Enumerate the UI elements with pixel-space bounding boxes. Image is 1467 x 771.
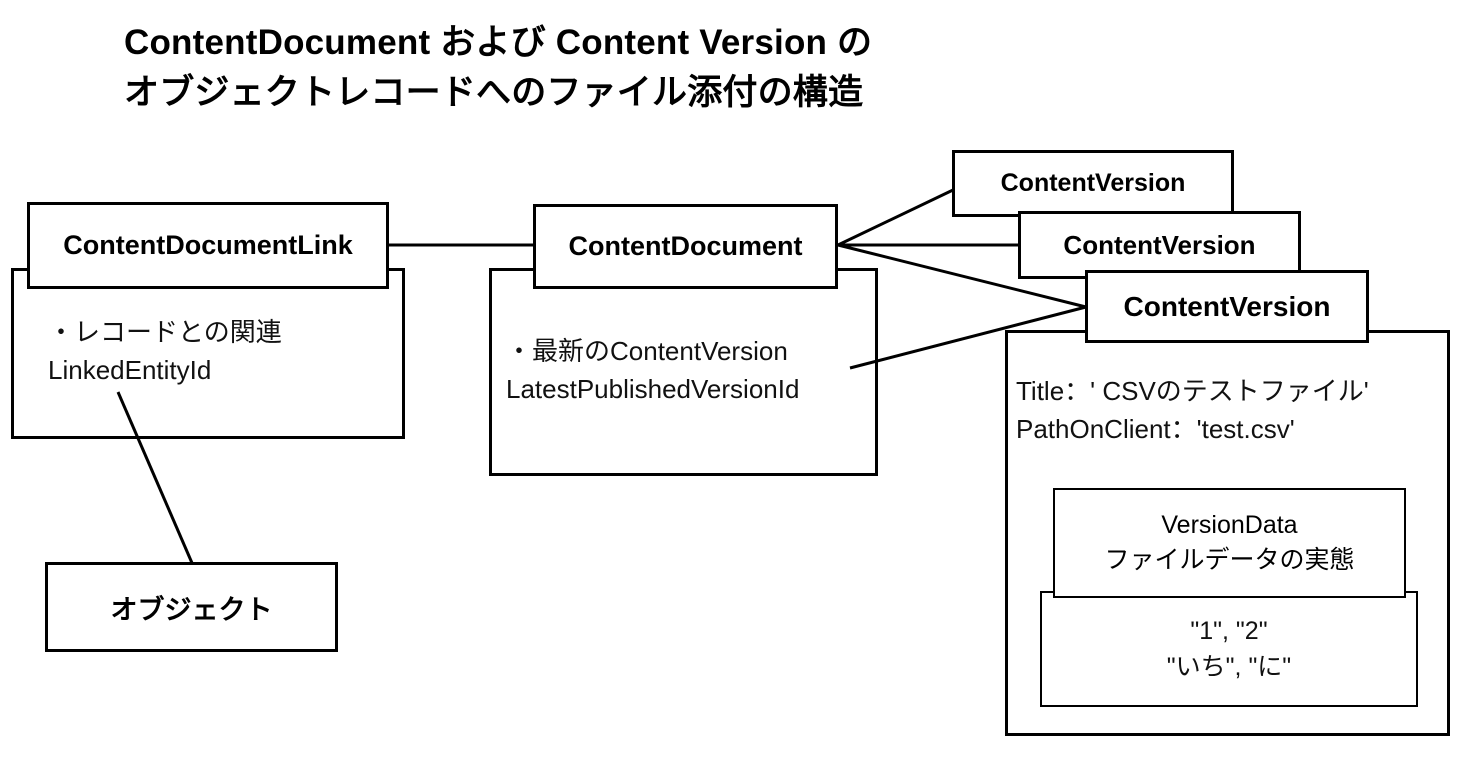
version-data-sample-text: "1", "2" "いち", "に" [1166, 617, 1292, 682]
version-data-body-box [1040, 591, 1418, 707]
content-document-link-body-text: ・レコードとの関連 LinkedEntityId [48, 317, 282, 386]
link-cd-to-cv1 [837, 188, 954, 247]
object-node[interactable]: オブジェクト [45, 562, 338, 652]
content-document-header[interactable]: ContentDocument [533, 204, 838, 289]
content-document-link-body-box [11, 268, 405, 439]
content-version-2-header[interactable]: ContentVersion [1018, 211, 1301, 279]
page-title: ContentDocument および Content Version の オブ… [124, 23, 873, 112]
version-data-header-box[interactable]: VersionData ファイルデータの実態 [1053, 488, 1406, 598]
content-document-link-header[interactable]: ContentDocumentLink [27, 202, 389, 289]
content-version-3-header[interactable]: ContentVersion [1085, 270, 1369, 343]
content-document-body-text: ・最新のContentVersion LatestPublishedVersio… [506, 336, 800, 405]
content-version-1-header[interactable]: ContentVersion [952, 150, 1234, 217]
content-version-3-body-text: Title：' CSVのテストファイル' PathOnClient：'test.… [1016, 376, 1369, 445]
version-data-header-text: VersionData ファイルデータの実態 [1104, 510, 1355, 575]
